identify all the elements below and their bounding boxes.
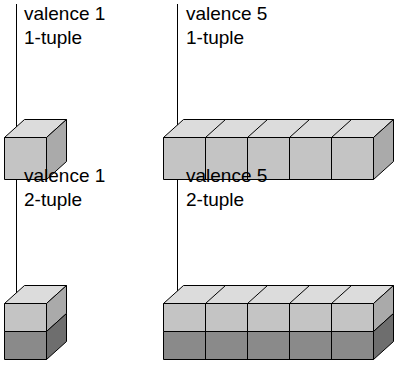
label-text: valence 5 1-tuple [186, 2, 286, 50]
label-text: valence 1 2-tuple [24, 164, 124, 212]
label-text: valence 5 2-tuple [186, 164, 286, 212]
label-text: valence 1 1-tuple [24, 2, 124, 50]
stacked-cube-row [164, 286, 394, 360]
stacked-cube [5, 286, 67, 360]
